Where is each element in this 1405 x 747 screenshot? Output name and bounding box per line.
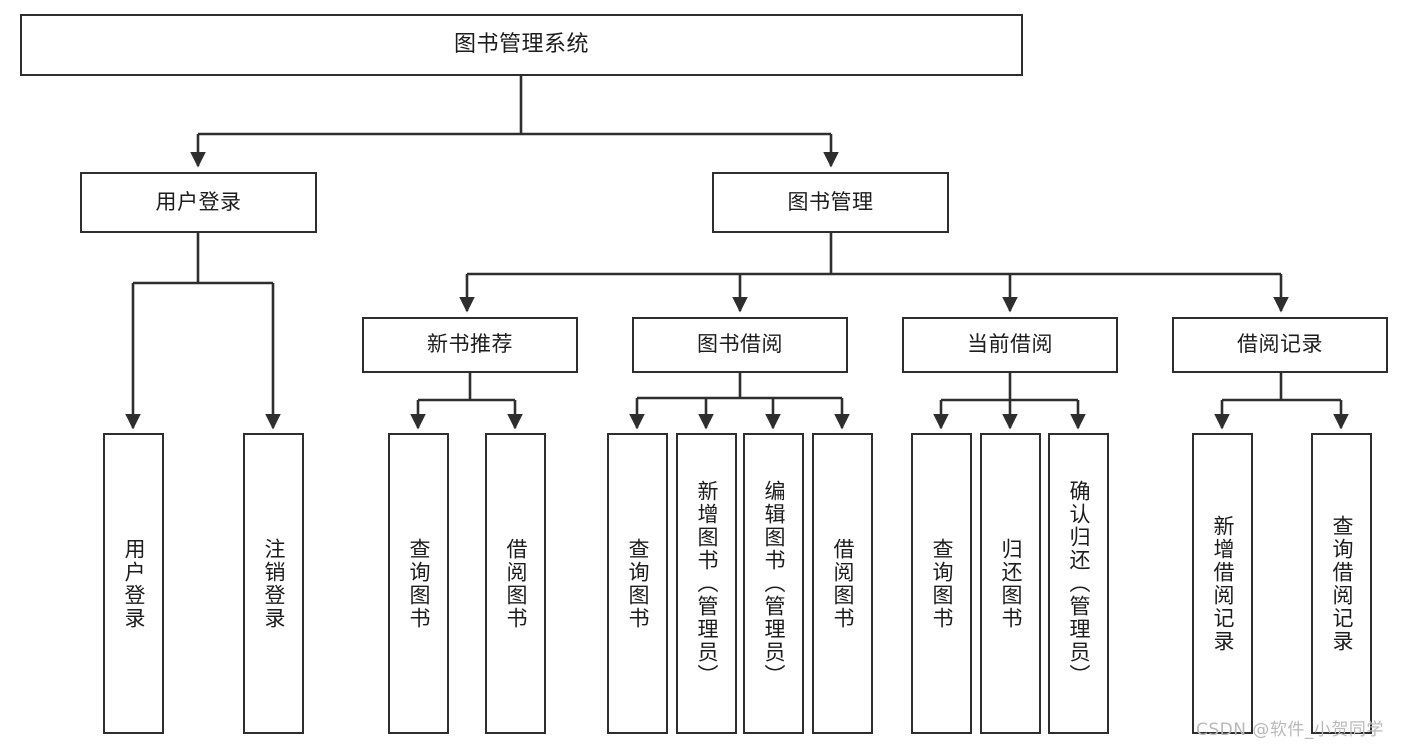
node-new-book-recommend[interactable]: 新书推荐	[362, 317, 578, 373]
node-user-login[interactable]: 用户登录	[80, 172, 317, 233]
node-book-management[interactable]: 图书管理	[712, 172, 949, 233]
leaf-label: 用户登录	[122, 537, 146, 630]
node-borrow-record[interactable]: 借阅记录	[1172, 317, 1388, 373]
leaf-label: 确认归还（管理员）	[1067, 480, 1091, 687]
node-book-borrow[interactable]: 图书借阅	[632, 317, 848, 373]
leaf-user-login-logout[interactable]: 注销登录	[243, 433, 304, 734]
leaf-new-book-query[interactable]: 查询图书	[388, 433, 449, 734]
leaf-label: 编辑图书（管理员）	[762, 480, 786, 687]
leaf-label: 借阅图书	[504, 537, 528, 630]
leaf-new-book-borrow[interactable]: 借阅图书	[485, 433, 546, 734]
leaf-borrow-book-query[interactable]: 查询图书	[607, 433, 668, 734]
leaf-current-borrow-query[interactable]: 查询图书	[911, 433, 972, 734]
leaf-label: 查询图书	[930, 537, 954, 630]
node-current-borrow-label: 当前借阅	[967, 332, 1053, 357]
leaf-label: 查询图书	[407, 537, 431, 630]
node-current-borrow[interactable]: 当前借阅	[902, 317, 1118, 373]
leaf-user-login-login[interactable]: 用户登录	[103, 433, 164, 734]
leaf-current-borrow-return[interactable]: 归还图书	[980, 433, 1041, 734]
leaf-label: 新增借阅记录	[1211, 514, 1235, 653]
leaf-borrow-book-borrow[interactable]: 借阅图书	[812, 433, 873, 734]
leaf-label: 查询图书	[626, 537, 650, 630]
leaf-borrow-record-query[interactable]: 查询借阅记录	[1311, 433, 1372, 734]
node-root[interactable]: 图书管理系统	[20, 14, 1023, 76]
node-book-management-label: 图书管理	[787, 189, 874, 214]
node-borrow-record-label: 借阅记录	[1237, 332, 1323, 357]
node-user-login-label: 用户登录	[155, 189, 242, 214]
leaf-borrow-book-add[interactable]: 新增图书（管理员）	[676, 433, 737, 734]
leaf-label: 归还图书	[999, 537, 1023, 630]
leaf-borrow-record-add[interactable]: 新增借阅记录	[1192, 433, 1253, 734]
node-book-borrow-label: 图书借阅	[697, 332, 783, 357]
node-new-book-recommend-label: 新书推荐	[427, 332, 513, 357]
leaf-label: 借阅图书	[831, 537, 855, 630]
leaf-label: 查询借阅记录	[1330, 514, 1354, 653]
leaf-borrow-book-edit[interactable]: 编辑图书（管理员）	[743, 433, 804, 734]
leaf-current-borrow-confirm-return[interactable]: 确认归还（管理员）	[1048, 433, 1109, 734]
node-root-label: 图书管理系统	[453, 31, 589, 57]
leaf-label: 注销登录	[262, 537, 286, 630]
leaf-label: 新增图书（管理员）	[695, 480, 719, 687]
